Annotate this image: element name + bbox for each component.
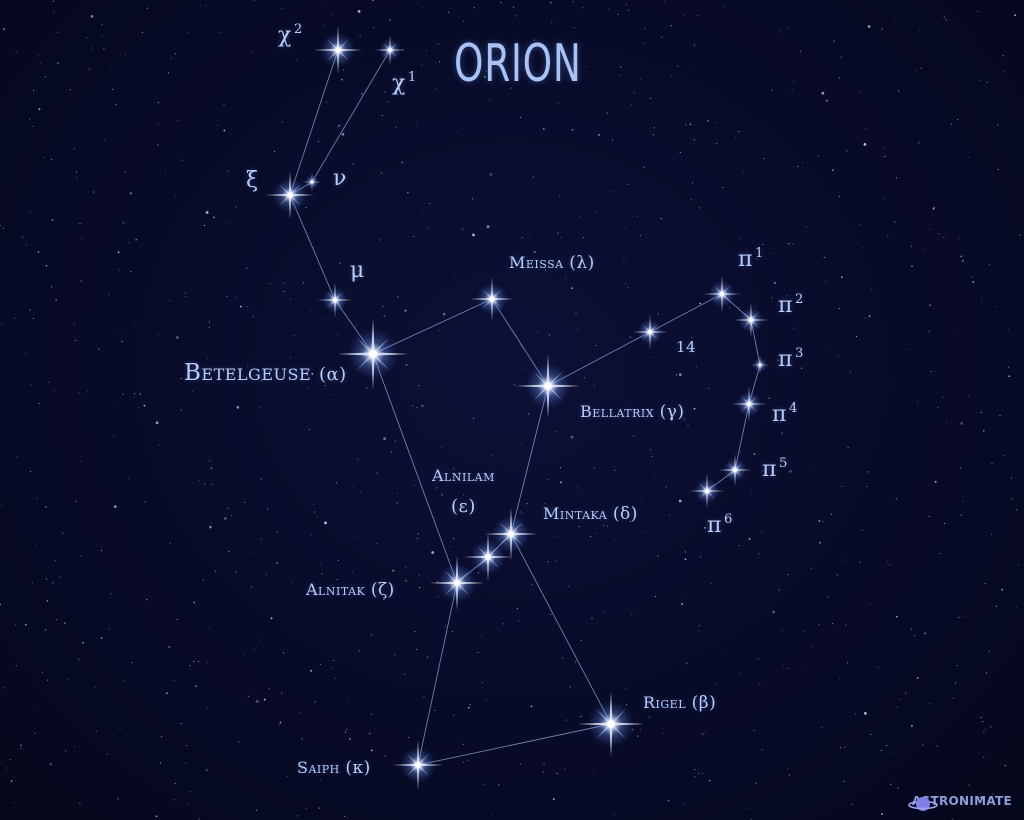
label-mu: μ xyxy=(350,258,365,283)
star-alnilam xyxy=(463,532,513,582)
star-betelgeuse xyxy=(337,318,409,390)
star-saiph xyxy=(392,739,444,791)
label-betelgeuse: Betelgeuse (α) xyxy=(184,360,347,386)
star-bellatrix xyxy=(516,354,580,418)
line-xi-mu xyxy=(289,194,336,301)
line-saiph-rigel xyxy=(417,723,612,766)
star-pi2 xyxy=(733,302,769,338)
label-meissa: Meissa (λ) xyxy=(509,253,595,273)
label-rigel: Rigel (β) xyxy=(643,693,717,713)
line-bellatrix-mintaka xyxy=(510,385,549,535)
label-alnitak: Alnitak (ζ) xyxy=(306,580,395,600)
star-nu xyxy=(302,172,322,192)
label-xi: ξ xyxy=(246,168,259,193)
star-pi5 xyxy=(718,453,752,487)
star-pi3 xyxy=(750,355,770,375)
star-alnitak xyxy=(429,555,485,611)
star-chi1 xyxy=(374,34,406,66)
line-betelgeuse-alnitak xyxy=(372,353,458,584)
line-mintaka-rigel xyxy=(510,533,612,725)
label-saiph: Saiph (κ) xyxy=(297,758,371,778)
label-mintaka: Mintaka (δ) xyxy=(543,504,638,524)
constellation-lines xyxy=(289,49,761,766)
line-alnitak-saiph xyxy=(417,582,458,766)
star-pi6 xyxy=(689,473,725,509)
star-xi xyxy=(265,170,315,220)
star-chi2 xyxy=(313,25,363,75)
star-rigel xyxy=(578,691,644,757)
label-alnilam-name: Alnilam xyxy=(432,466,495,485)
star-mintaka xyxy=(484,507,538,561)
star-pi1 xyxy=(703,275,741,313)
star-mu xyxy=(317,282,353,318)
label-14: 14 xyxy=(676,338,697,356)
star-pi4 xyxy=(731,386,767,422)
star-meissa xyxy=(470,277,514,321)
line-chi1-nu xyxy=(311,49,391,183)
chart-title: ORION xyxy=(454,34,582,94)
brand-logo: ASTRONIMATE xyxy=(908,794,1012,811)
constellation-stars xyxy=(265,25,770,791)
line-chi2-xi xyxy=(289,49,339,196)
label-alnilam-greek: (ε) xyxy=(451,496,476,517)
label-bellatrix: Bellatrix (γ) xyxy=(580,402,685,422)
label-nu: ν xyxy=(333,166,347,191)
star-s14 xyxy=(632,314,668,350)
